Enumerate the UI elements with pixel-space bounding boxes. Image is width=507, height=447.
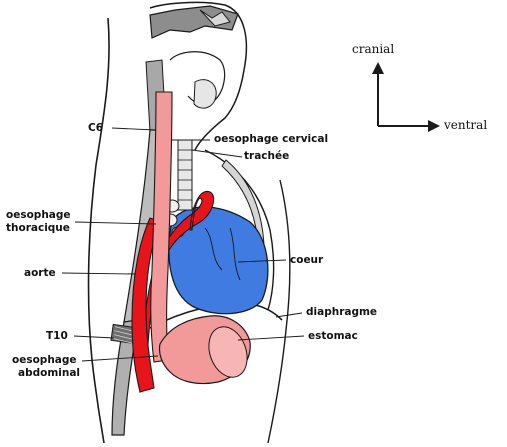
- label-trachee: trachée: [244, 150, 290, 162]
- leader-estomac: [237, 335, 305, 341]
- heart-vessel-lines: [204, 227, 241, 281]
- label-oesophage-abdominal-1: oesophage: [12, 354, 77, 366]
- descending-aorta: [131, 217, 163, 393]
- front-outline: [267, 179, 291, 444]
- leader-abdominal: [81, 355, 159, 362]
- leader-diaphragme: [275, 312, 303, 318]
- label-c6: C6: [88, 122, 104, 134]
- leader-thoracique: [74, 221, 157, 225]
- label-oesophage-thoracique-2: thoracique: [6, 222, 70, 234]
- head-outline: [149, 1, 248, 151]
- label-t10: T10: [46, 330, 68, 342]
- leader-t10: [73, 335, 115, 339]
- label-ventral: ventral: [444, 118, 488, 132]
- leader-c6: [111, 127, 156, 131]
- label-aorte: aorte: [24, 267, 56, 279]
- label-diaphragme: diaphragme: [306, 306, 378, 318]
- label-oesophage-thoracique-1: oesophage: [6, 209, 71, 221]
- stomach-opening: [208, 326, 248, 378]
- skull-detail: [199, 9, 231, 27]
- label-coeur: coeur: [290, 254, 324, 266]
- label-oesophage-cervical: oesophage cervical: [214, 133, 329, 145]
- larynx-cartilage: [193, 79, 217, 109]
- label-cranial: cranial: [352, 42, 395, 56]
- leader-aorte: [61, 272, 137, 275]
- leader-coeur: [237, 259, 287, 263]
- leader-trachee: [191, 149, 243, 158]
- label-estomac: estomac: [308, 330, 358, 342]
- label-oesophage-abdominal-2: abdominal: [18, 367, 81, 379]
- heart: [168, 206, 269, 315]
- leader-lines: [61, 127, 305, 362]
- trachea-rings: [178, 149, 192, 201]
- back-outline: [87, 17, 110, 444]
- orientation-arrows: [372, 62, 440, 132]
- trachea: [177, 139, 193, 211]
- skull-base: [149, 5, 239, 39]
